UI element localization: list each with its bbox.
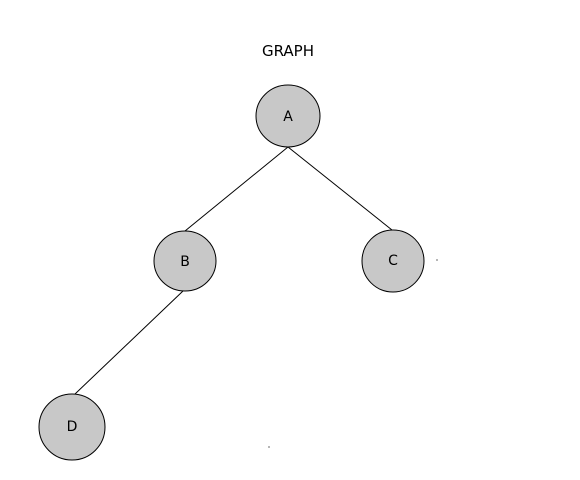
node-a-label: A <box>283 109 293 125</box>
stray-dot <box>268 446 270 448</box>
node-b: B <box>153 230 217 292</box>
node-c-label: C <box>388 253 398 269</box>
node-c-circle <box>361 229 425 293</box>
node-d-circle <box>38 393 106 461</box>
node-d-label: D <box>67 419 78 435</box>
edge-a-c <box>287 146 393 231</box>
edge-b-d <box>74 290 184 395</box>
node-a-circle <box>255 84 321 148</box>
edge-a-b <box>184 146 289 232</box>
node-b-circle <box>153 230 217 292</box>
stray-dot <box>436 259 438 261</box>
node-d: D <box>38 393 106 461</box>
node-b-label: B <box>180 254 190 270</box>
node-c: C <box>361 229 425 293</box>
node-a: A <box>255 84 321 148</box>
diagram-title: GRAPH <box>262 42 314 60</box>
